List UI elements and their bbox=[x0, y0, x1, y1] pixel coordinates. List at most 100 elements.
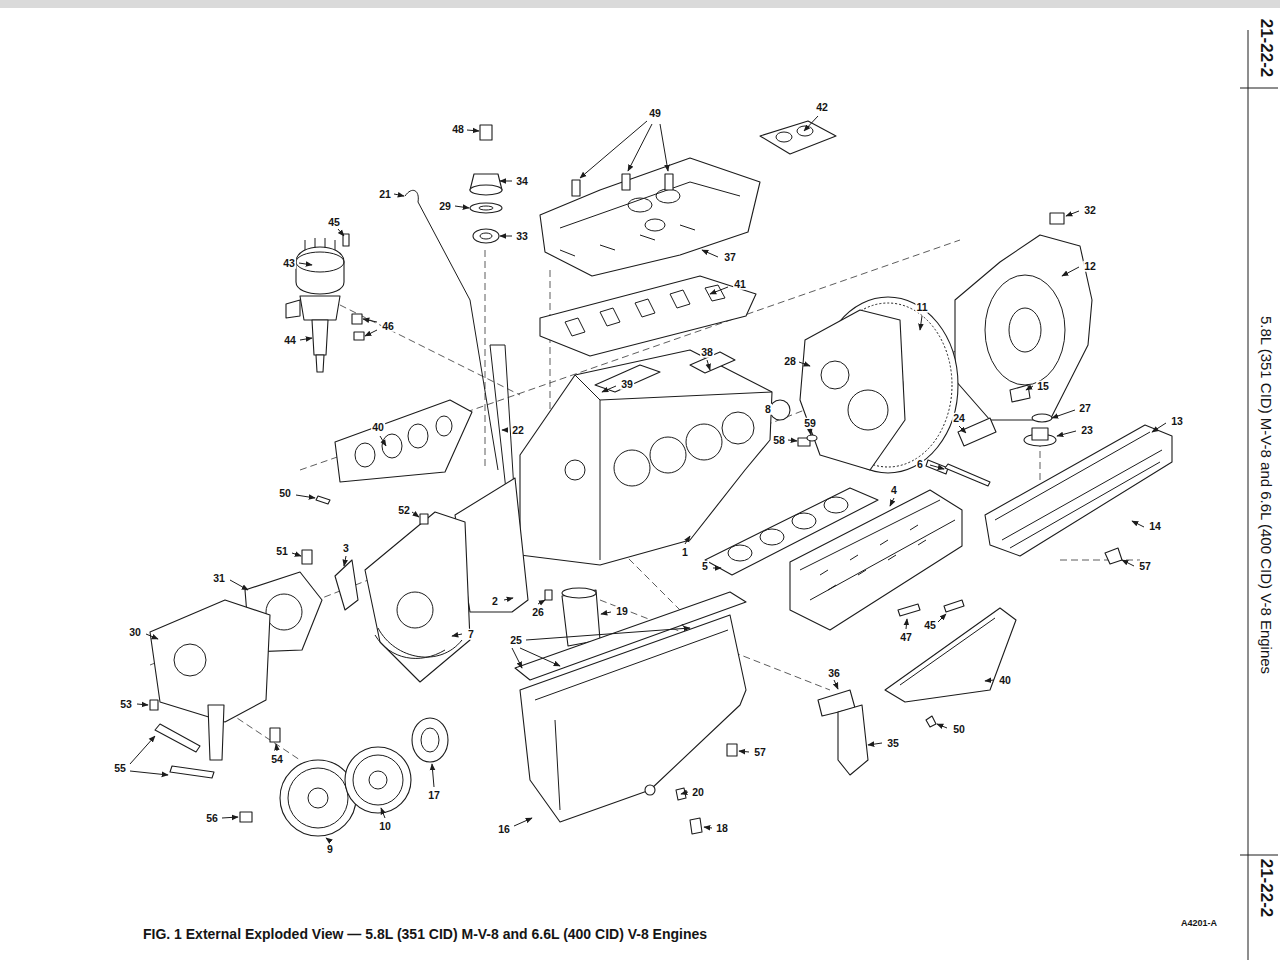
oil-filter bbox=[562, 588, 596, 598]
callout-number: 43 bbox=[282, 258, 296, 269]
intake-manifold bbox=[540, 158, 760, 276]
callout-number: 48 bbox=[451, 124, 465, 135]
intake-manifold bbox=[560, 182, 740, 228]
crankshaft-pulley bbox=[421, 728, 439, 752]
callout-number: 17 bbox=[427, 790, 441, 801]
leader-arrow bbox=[452, 634, 462, 636]
leader-arrow bbox=[804, 116, 818, 131]
page-rule bbox=[1240, 855, 1278, 856]
leader-arrow bbox=[1057, 431, 1076, 436]
callout-number: 49 bbox=[648, 108, 662, 119]
callout-number: 12 bbox=[1083, 261, 1097, 272]
callout-number: 16 bbox=[497, 824, 511, 835]
cylinder-head bbox=[790, 460, 962, 630]
callout-number: 21 bbox=[378, 189, 392, 200]
callout-number: 25 bbox=[509, 635, 523, 646]
callout-number: 54 bbox=[270, 754, 284, 765]
oil-pan-gasket bbox=[378, 628, 462, 657]
callout-number: 19 bbox=[615, 606, 629, 617]
bell-housing bbox=[955, 213, 1092, 420]
oil-filler-cap bbox=[1032, 414, 1052, 422]
bolt bbox=[155, 724, 280, 822]
distributor bbox=[312, 320, 328, 355]
callout-number: 9 bbox=[326, 844, 334, 855]
leader-arrow bbox=[920, 316, 922, 330]
callout-number: 35 bbox=[886, 738, 900, 749]
water-pump bbox=[150, 700, 158, 710]
leader-arrow bbox=[130, 116, 1166, 841]
oil-filler-cap bbox=[1010, 385, 1030, 402]
water-pump bbox=[150, 550, 322, 760]
distributor bbox=[352, 314, 362, 324]
callout-number: 57 bbox=[753, 747, 767, 758]
leader-arrow bbox=[326, 838, 330, 841]
leader-arrow bbox=[601, 612, 611, 614]
bolt bbox=[622, 174, 630, 190]
distributor bbox=[316, 355, 324, 372]
distributor bbox=[286, 300, 300, 318]
callout-number: 18 bbox=[715, 823, 729, 834]
cylinder-block bbox=[520, 350, 772, 565]
thermostat-housing bbox=[479, 206, 493, 210]
intake-manifold bbox=[656, 189, 680, 203]
callout-number: 8 bbox=[764, 404, 772, 415]
cylinder-block bbox=[520, 350, 772, 565]
thermostat-housing bbox=[470, 125, 502, 243]
cylinder-head bbox=[800, 500, 955, 600]
oil-pan bbox=[645, 785, 655, 795]
valve-cover bbox=[1105, 548, 1122, 564]
callout-number: 27 bbox=[1078, 403, 1092, 414]
leader-arrow bbox=[810, 430, 811, 435]
callout-number: 34 bbox=[515, 176, 529, 187]
thermostat-housing bbox=[480, 233, 492, 239]
cylinder-head bbox=[790, 490, 962, 630]
leader-arrow bbox=[602, 386, 616, 392]
leader-arrow bbox=[660, 124, 668, 171]
head-gasket bbox=[760, 529, 784, 545]
callout-number: 32 bbox=[1083, 205, 1097, 216]
crankshaft-pulley bbox=[345, 747, 411, 813]
leader-arrow bbox=[365, 330, 377, 336]
callout-number: 24 bbox=[952, 413, 966, 424]
callout-number: 59 bbox=[803, 418, 817, 429]
rear-plate bbox=[821, 361, 849, 389]
cylinder-block bbox=[614, 450, 650, 486]
cylinder-block bbox=[595, 365, 660, 392]
leader-arrow bbox=[906, 619, 907, 629]
crankshaft-pulley bbox=[308, 788, 328, 808]
callout-number: 22 bbox=[511, 425, 525, 436]
leader-arrow bbox=[380, 436, 386, 446]
callout-number: 5 bbox=[701, 561, 709, 572]
callout-number: 20 bbox=[691, 787, 705, 798]
exhaust-manifold bbox=[355, 443, 375, 467]
front-cover-plate bbox=[545, 590, 552, 600]
callout-number: 39 bbox=[620, 379, 634, 390]
leader-arrow bbox=[628, 124, 652, 171]
leader-arrow bbox=[432, 764, 434, 787]
bolt bbox=[170, 766, 214, 778]
leader-arrow bbox=[1026, 386, 1033, 390]
leader-arrow bbox=[710, 287, 728, 294]
leader-arrow bbox=[146, 634, 158, 639]
cylinder-block bbox=[565, 460, 585, 480]
callout-number: 45 bbox=[923, 620, 937, 631]
callout-number: 31 bbox=[212, 573, 226, 584]
callout-number: 13 bbox=[1170, 416, 1184, 427]
figure-caption: FIG. 1 External Exploded View — 5.8L (35… bbox=[143, 927, 707, 941]
leader-arrow bbox=[299, 263, 312, 265]
callout-number: 23 bbox=[1080, 425, 1094, 436]
leader-arrow bbox=[412, 512, 419, 517]
leader-arrow bbox=[799, 362, 810, 366]
leader-arrow bbox=[707, 360, 710, 370]
bell-housing bbox=[1009, 308, 1041, 352]
callout-number: 15 bbox=[1036, 381, 1050, 392]
crankshaft-pulley bbox=[412, 718, 448, 762]
callout-number: 38 bbox=[700, 347, 714, 358]
spark-plug bbox=[898, 600, 964, 616]
page-rule bbox=[0, 0, 1280, 8]
callout-number: 28 bbox=[783, 356, 797, 367]
cylinder-block bbox=[650, 437, 686, 473]
callout-number: 46 bbox=[381, 321, 395, 332]
oil-pan bbox=[690, 818, 702, 834]
